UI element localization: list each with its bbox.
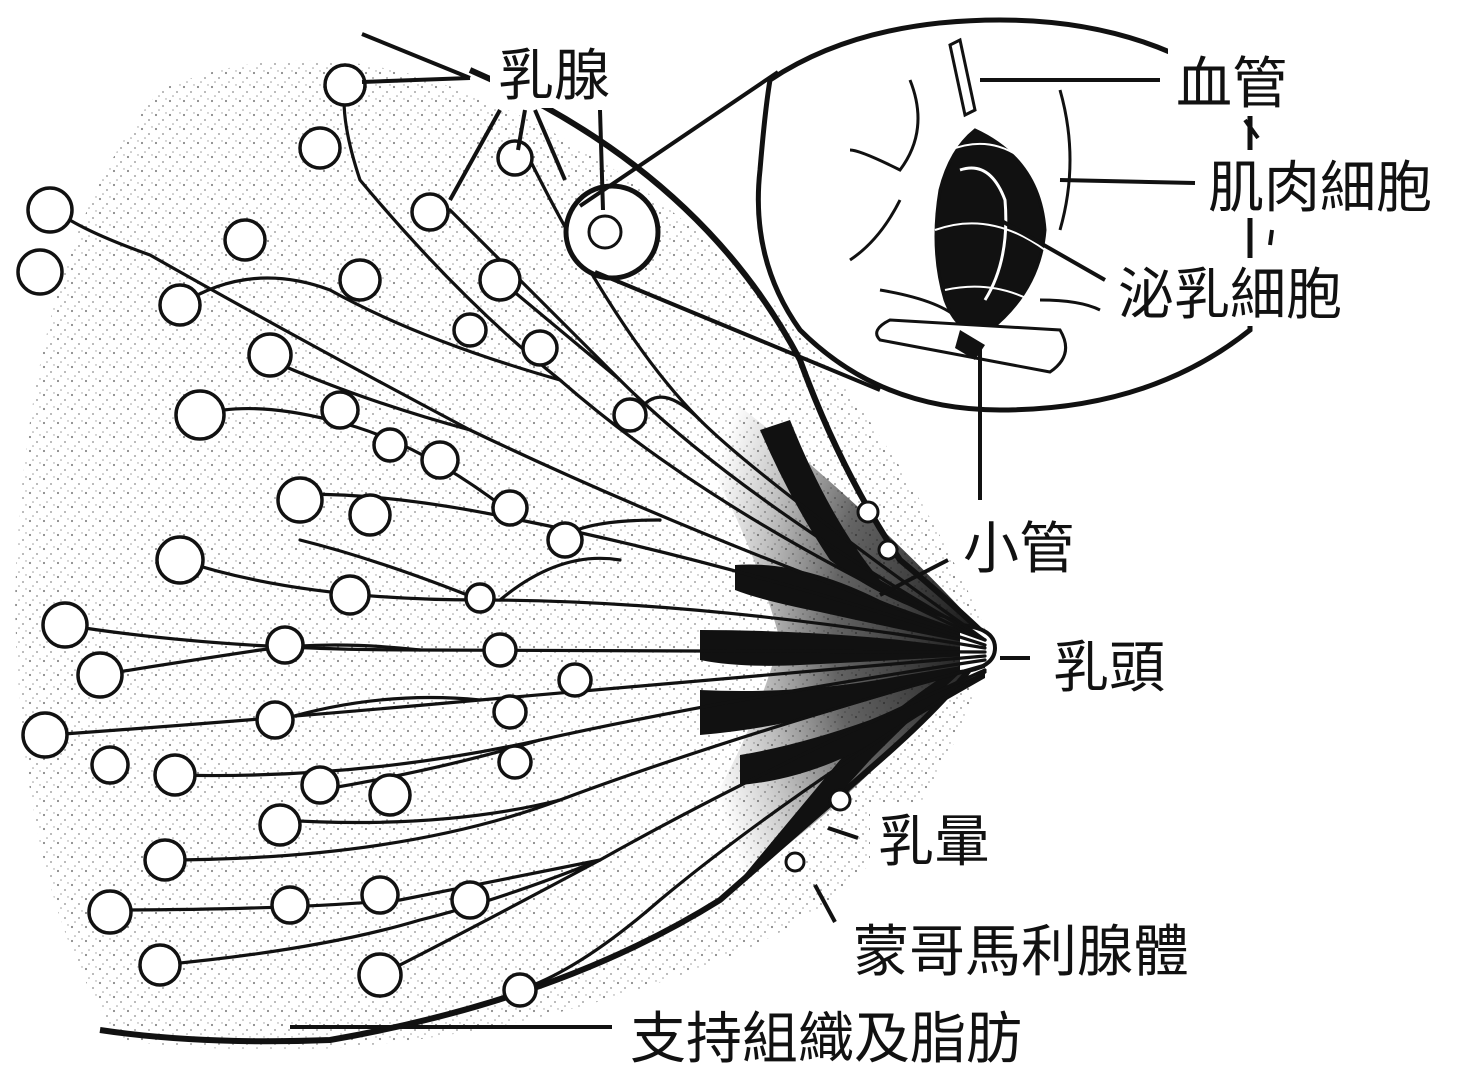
label-support-tissue-fat: 支持組織及脂肪 <box>630 1007 1022 1071</box>
label-montgomery-glands: 蒙哥馬利腺體 <box>853 920 1189 985</box>
label-areola: 乳暈 <box>878 810 990 875</box>
label-mammary-gland: 乳腺 <box>498 44 610 109</box>
label-muscle-cell: 肌肉細胞 <box>1208 156 1432 221</box>
label-secretory-cell: 泌乳細胞 <box>1118 263 1342 328</box>
label-blood-vessel: 血管 <box>1176 52 1288 117</box>
label-small-duct: 小管 <box>963 517 1075 582</box>
label-nipple: 乳頭 <box>1053 636 1165 701</box>
